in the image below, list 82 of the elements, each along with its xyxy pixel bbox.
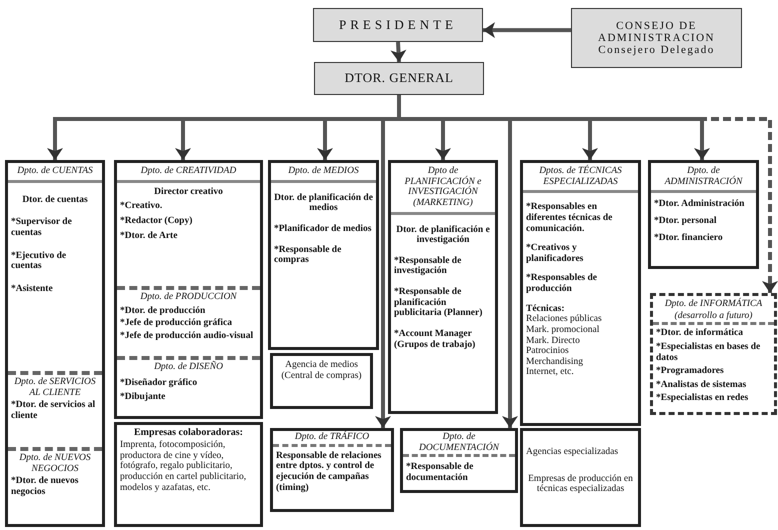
- staff-text: *Dtor. de nuevos negocios: [10, 476, 80, 498]
- staff-text: *Responsable de planificación publicitaria (Planner): [393, 287, 484, 319]
- staff-text: *Dtor. de Arte: [119, 230, 178, 242]
- department-heading: Dpto. de CREATIVIDAD: [117, 163, 260, 183]
- department-heading: Dpto. de PRODUCCION: [139, 291, 238, 304]
- staff-text: Dtor. de planificación e investigación: [395, 224, 491, 246]
- department-heading: Dpto. de MEDIOS: [271, 163, 376, 183]
- department-box: [650, 293, 777, 415]
- department-box: [114, 422, 263, 527]
- staff-text: PRESIDENTE: [339, 18, 457, 32]
- department-heading: Dpto. de CUENTAS: [8, 163, 102, 183]
- department-heading: Empresas colaboradoras:: [133, 426, 244, 438]
- department-heading: Dpto. de INFORMÁTICA: [664, 296, 764, 310]
- staff-text: *Responsable de documentación: [405, 462, 474, 484]
- staff-text: *Analistas de sistemas: [655, 380, 748, 390]
- staff-text: Internet, etc.: [525, 367, 575, 378]
- staff-text: *Responsables en diferentes técnicas de comunicación.: [525, 202, 614, 234]
- department-box: [400, 428, 518, 493]
- department-heading: Dpto. de SERVICIOS AL CLIENTE: [13, 376, 97, 400]
- title-box: [571, 8, 742, 68]
- staff-text: Consejero Delegado: [598, 44, 715, 56]
- department-box: [5, 160, 105, 527]
- department-heading: Dptos. de TÉCNICAS ESPECIALIZADAS: [523, 163, 638, 194]
- staff-text: Director creativo: [153, 186, 224, 198]
- staff-text: Imprenta, fotocomposición, productora de cine y vídeo, fotógrafo, regalo publicitario, producción en cartel publicitario, modelos y azafatas, etc.: [119, 440, 248, 494]
- department-box: [268, 160, 379, 350]
- staff-text: *Dtor. financiero: [653, 232, 724, 244]
- staff-text: *Redactor (Copy): [119, 216, 194, 226]
- staff-text: *Dtor. Administración: [653, 199, 746, 210]
- staff-text: *Jefe de producción gráfica: [119, 318, 233, 329]
- staff-text: Agencias especializadas: [525, 447, 620, 458]
- department-heading: Dpto de PLANIFICACIÓN e INVESTIGACIÓN (MARKETING): [391, 163, 495, 214]
- staff-text: *Account Manager (Grupos de trabajo): [393, 328, 476, 350]
- department-box: [520, 428, 641, 527]
- title-box: [314, 62, 484, 95]
- staff-text: *Ejecutivo de cuentas: [10, 250, 68, 272]
- staff-text: Empresas de producción en técnicas especializadas: [527, 474, 634, 495]
- staff-text: *Dtor. de servicios al cliente: [10, 400, 96, 422]
- staff-text: *Responsable de investigación: [393, 256, 462, 277]
- department-box: [270, 353, 373, 409]
- department-box: [388, 160, 498, 414]
- department-box: [520, 160, 641, 426]
- staff-text: Técnicas:: [525, 304, 566, 314]
- staff-text: *Creativos y planificadores: [525, 243, 584, 264]
- staff-text: Mark. promocional: [525, 324, 600, 336]
- staff-text: Mark. Directo: [525, 336, 581, 346]
- department-heading: (desarrollo a futuro): [653, 310, 774, 326]
- staff-text: Patrocinios: [525, 346, 570, 357]
- staff-text: *Diseñador gráfico: [119, 378, 198, 388]
- department-heading: Dpto. de TRÁFICO: [273, 431, 391, 447]
- department-heading: Dpto. de DISEÑO: [153, 360, 224, 374]
- staff-text: *Dibujante: [119, 392, 166, 403]
- department-box: [648, 160, 759, 269]
- staff-text: Relaciones públicas: [525, 314, 603, 325]
- staff-text: Responsable de relaciones entre dptos. y control de ejecución de campañas (timing): [275, 450, 382, 494]
- staff-text: *Jefe de producción audio-visual: [119, 330, 254, 342]
- staff-text: *Dtor. personal: [653, 216, 718, 226]
- staff-text: *Asistente: [10, 284, 54, 294]
- staff-text: *Responsables de producción: [525, 273, 598, 295]
- staff-text: *Creativo.: [119, 201, 164, 212]
- department-heading: Dpto. de ADMINISTRACIÓN: [651, 163, 756, 194]
- staff-text: Agencia de medios (Central de compras): [280, 360, 363, 382]
- staff-text: *Especialistas en redes: [655, 393, 750, 404]
- staff-text: CONSEJO DE ADMINISTRACION: [597, 20, 716, 44]
- department-box: [114, 160, 263, 419]
- staff-text: DTOR. GENERAL: [344, 71, 454, 86]
- connector-arrow: [390, 42, 406, 62]
- title-box: [313, 8, 483, 42]
- staff-text: *Especialistas en bases de datos: [655, 342, 762, 364]
- staff-text: *Dtor. de informática: [655, 328, 744, 339]
- staff-text: *Planificador de medios: [273, 224, 372, 234]
- staff-text: *Dtor. de producción: [119, 306, 206, 316]
- staff-text: *Supervisor de cuentas: [10, 217, 73, 238]
- staff-text: Dtor. de cuentas: [21, 194, 89, 206]
- staff-text: *Responsable de compras: [273, 244, 342, 266]
- staff-text: Merchandising: [525, 356, 584, 368]
- department-box: [270, 428, 394, 512]
- department-heading: Dpto. de NUEVOS NEGOCIOS: [18, 452, 92, 476]
- staff-text: *Programadores: [655, 366, 725, 377]
- department-heading: Dpto. de DOCUMENTACIÓN: [403, 431, 515, 458]
- connector-arrow: [483, 22, 571, 38]
- staff-text: Dtor. de planificación de medios: [273, 192, 374, 214]
